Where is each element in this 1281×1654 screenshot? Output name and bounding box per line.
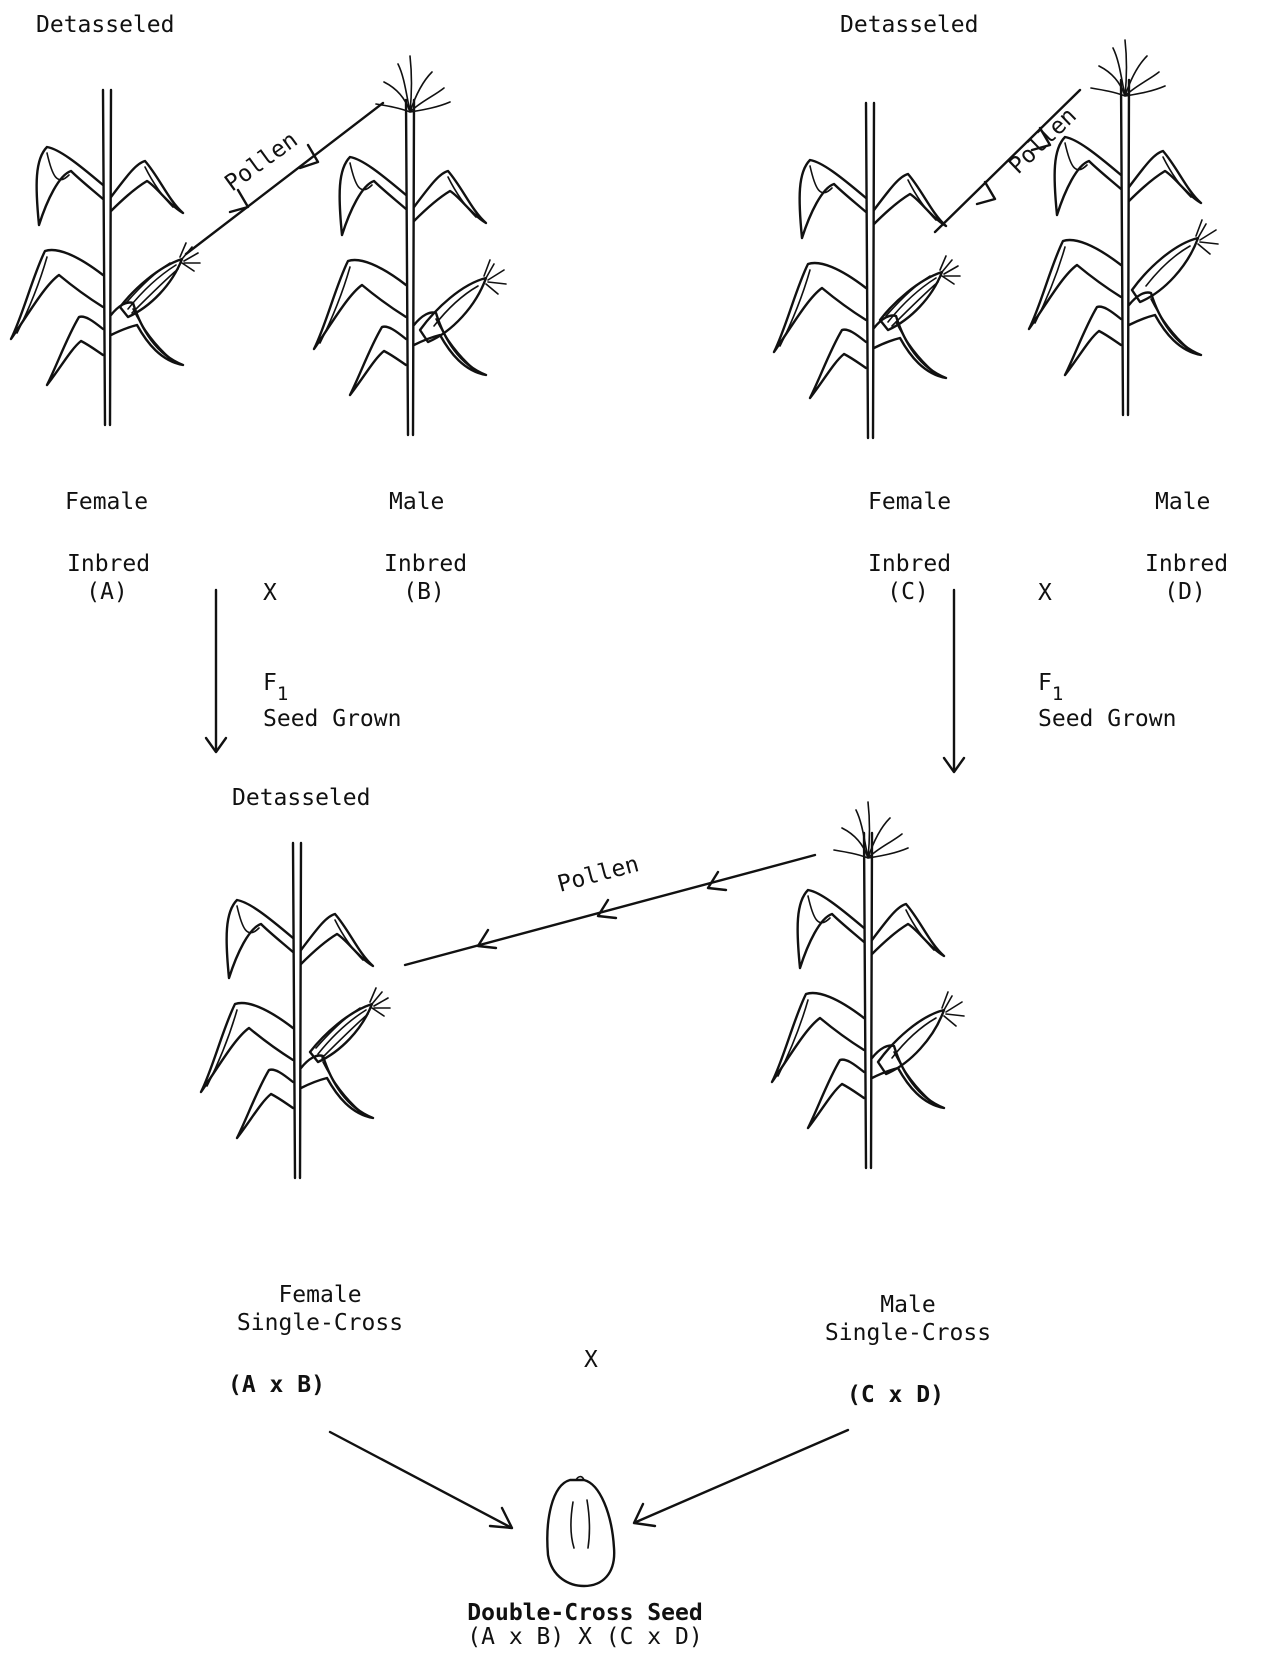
- male-label-b: Male: [389, 487, 444, 517]
- female-single-cross-plant: [201, 843, 373, 1178]
- double-cross-seed-formula: (A x B) X (C x D): [420, 1622, 750, 1652]
- pollen-arrow-bottom: Pollen: [405, 851, 815, 965]
- male-single-cross-line1: Male: [808, 1290, 1008, 1320]
- male-inbred-b-ear: [420, 260, 506, 342]
- cross-symbol-bottom: X: [584, 1345, 598, 1375]
- female-inbred-c-ear: [880, 256, 960, 330]
- male-single-cross-code: (C x D): [847, 1380, 944, 1410]
- female-single-cross-line1: Female: [220, 1280, 420, 1310]
- female-single-cross-code: (A x B): [228, 1370, 325, 1400]
- detasseled-label-top-right: Detasseled: [840, 10, 978, 40]
- pollen-label-top-left: Pollen: [220, 127, 303, 197]
- pollen-label-bottom: Pollen: [555, 851, 642, 898]
- detasseled-label-bottom: Detasseled: [232, 783, 370, 813]
- inbred-label-a: Inbred: [67, 549, 150, 579]
- seed-grown-label-right: Seed Grown: [1038, 704, 1176, 734]
- female-inbred-a-ear: [120, 243, 200, 317]
- female-single-cross-line2: Single-Cross: [220, 1308, 420, 1338]
- detasseled-label-top-left: Detasseled: [36, 10, 174, 40]
- arrow-male-to-seed: [634, 1430, 848, 1526]
- inbred-code-a: (A): [67, 577, 147, 607]
- double-cross-seed-icon: [547, 1477, 614, 1586]
- male-inbred-d-tassel: [1091, 40, 1165, 96]
- female-single-cross-ear: [310, 988, 390, 1062]
- male-inbred-d-ear: [1132, 220, 1218, 302]
- f1-arrow-right: [944, 590, 964, 772]
- inbred-label-d: Inbred: [1145, 549, 1228, 579]
- seed-grown-label-left: Seed Grown: [263, 704, 401, 734]
- inbred-code-b: (B): [384, 577, 464, 607]
- male-single-cross-line2: Single-Cross: [808, 1318, 1008, 1348]
- male-single-cross-ear: [878, 992, 964, 1074]
- female-inbred-c-plant: [774, 103, 946, 438]
- male-label-d: Male: [1155, 487, 1210, 517]
- cross-symbol-top-left: X: [263, 578, 277, 608]
- cross-symbol-top-right: X: [1038, 578, 1052, 608]
- female-label-a: Female: [65, 487, 148, 517]
- f1-arrow-left: [206, 590, 226, 752]
- female-inbred-a-plant: [11, 90, 183, 425]
- f1-label-right: F1: [1038, 668, 1063, 705]
- pollen-arrow-top-left: Pollen: [186, 103, 383, 254]
- f1-label-left: F1: [263, 668, 288, 705]
- male-single-cross-plant: [772, 833, 944, 1168]
- arrow-female-to-seed: [330, 1432, 512, 1528]
- male-inbred-b-plant: [314, 100, 486, 435]
- inbred-label-c: Inbred: [868, 549, 951, 579]
- inbred-code-d: (D): [1145, 577, 1225, 607]
- inbred-code-c: (C): [868, 577, 948, 607]
- male-single-cross-tassel: [834, 802, 908, 858]
- pollen-label-top-right: Pollen: [1004, 103, 1082, 179]
- pollen-arrow-top-right: Pollen: [935, 90, 1082, 232]
- male-inbred-b-tassel: [376, 56, 450, 112]
- female-label-c: Female: [868, 487, 951, 517]
- inbred-label-b: Inbred: [384, 549, 467, 579]
